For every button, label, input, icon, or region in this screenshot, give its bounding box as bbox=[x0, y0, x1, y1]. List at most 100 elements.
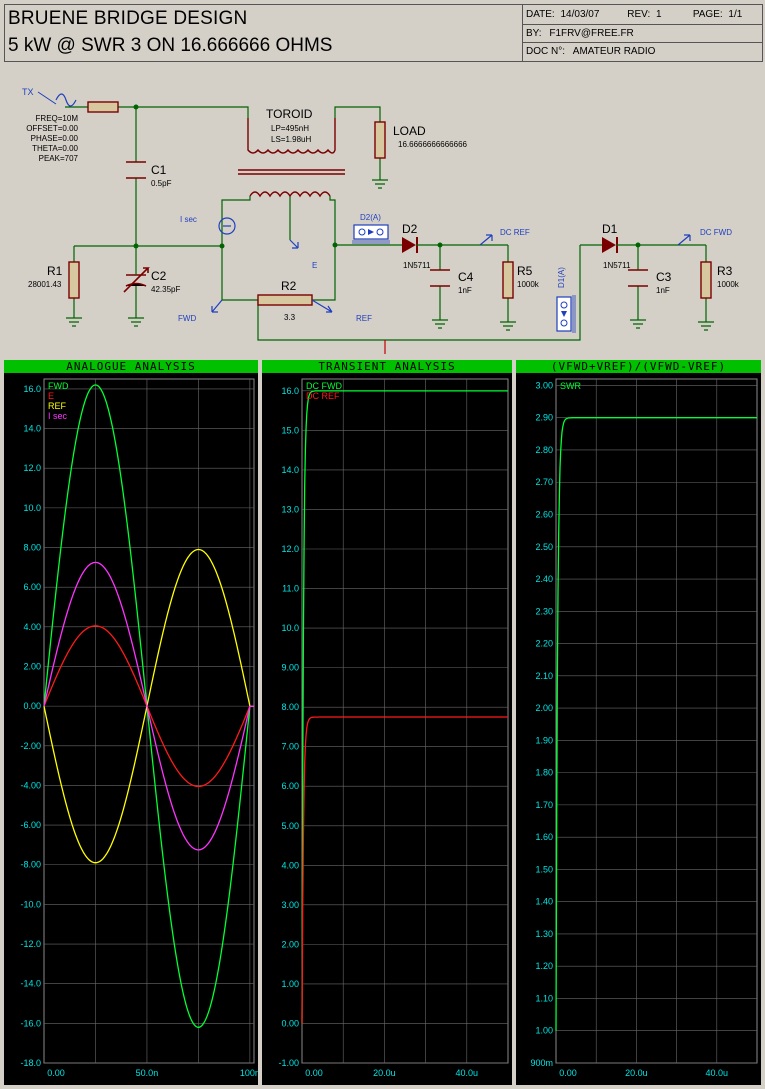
y-tick-label: 1.80 bbox=[535, 768, 553, 778]
r5-resistor bbox=[502, 261, 514, 299]
design-subtitle: 5 kW @ SWR 3 ON 16.666666 OHMS bbox=[8, 35, 333, 56]
y-tick-label: 1.00 bbox=[535, 1026, 553, 1036]
analogue-analysis-graph: 16.014.012.010.08.006.004.002.000.00-2.0… bbox=[20, 378, 258, 1078]
y-tick-label: 1.30 bbox=[535, 929, 553, 939]
y-tick-label: 0.00 bbox=[281, 1018, 299, 1028]
y-tick-label: 2.80 bbox=[535, 445, 553, 455]
y-tick-label: 3.00 bbox=[535, 380, 553, 390]
y-tick-label: 14.0 bbox=[23, 424, 41, 434]
r3-label: R3 bbox=[717, 264, 733, 278]
load-label: LOAD bbox=[393, 124, 426, 138]
gen-param: PEAK=707 bbox=[39, 154, 79, 163]
tx-pointer bbox=[37, 91, 57, 105]
legend-label: SWR bbox=[560, 381, 581, 391]
x-tick-label: 100n bbox=[240, 1068, 258, 1078]
d2a-label: D2(A) bbox=[360, 213, 381, 222]
y-tick-label: 12.0 bbox=[281, 544, 299, 554]
series-line bbox=[555, 417, 757, 1031]
toroid-label: TOROID bbox=[266, 107, 313, 121]
y-tick-label: 1.50 bbox=[535, 864, 553, 874]
y-tick-label: 5.00 bbox=[281, 821, 299, 831]
y-tick-label: -10.0 bbox=[20, 899, 41, 909]
fwd-label: FWD bbox=[178, 314, 196, 323]
x-tick-label: 40.0u bbox=[706, 1068, 729, 1078]
y-tick-label: 2.30 bbox=[535, 606, 553, 616]
by-label: BY: bbox=[526, 28, 542, 39]
gen-param: PHASE=0.00 bbox=[31, 134, 79, 143]
toroid-ls: LS=1.98uH bbox=[271, 135, 311, 144]
c3-capacitor bbox=[628, 269, 648, 287]
y-tick-label: -16.0 bbox=[20, 1018, 41, 1028]
resistors bbox=[68, 101, 712, 306]
y-tick-label: -4.00 bbox=[20, 780, 41, 790]
capacitors bbox=[123, 161, 648, 300]
x-tick-label: 0.00 bbox=[305, 1068, 323, 1078]
load-resistor bbox=[374, 121, 386, 159]
panel-title: (VFWD+VREF)/(VFWD-VREF) bbox=[516, 360, 761, 373]
c1-label: C1 bbox=[151, 163, 167, 177]
toroid-lp: LP=495nH bbox=[271, 124, 309, 133]
fwd-probe-icon bbox=[211, 299, 223, 313]
r5-value: 1000k bbox=[517, 280, 540, 289]
c2-variable-arrow bbox=[123, 267, 150, 293]
gen-param: OFFSET=0.00 bbox=[26, 124, 78, 133]
transient-analysis-graph: 16.015.014.013.012.011.010.09.008.007.00… bbox=[278, 378, 509, 1078]
x-tick-label: 20.0u bbox=[625, 1068, 648, 1078]
d1-label: D1 bbox=[602, 222, 618, 236]
ref-label: REF bbox=[356, 314, 372, 323]
r5-label: R5 bbox=[517, 264, 533, 278]
series-line bbox=[43, 548, 254, 864]
y-tick-label: 8.00 bbox=[281, 702, 299, 712]
tx-resistor bbox=[87, 101, 119, 113]
legend-label: REF bbox=[48, 401, 67, 411]
r2-value: 3.3 bbox=[284, 313, 296, 322]
y-tick-label: 900m bbox=[530, 1058, 553, 1068]
y-tick-label: 2.50 bbox=[535, 542, 553, 552]
d1-diode bbox=[602, 237, 616, 253]
y-tick-label: -14.0 bbox=[20, 979, 41, 989]
r1-resistor bbox=[68, 261, 80, 299]
dcfwd-probe-icon bbox=[677, 234, 691, 246]
rev-value: 1 bbox=[656, 9, 662, 20]
y-tick-label: 2.60 bbox=[535, 510, 553, 520]
gen-param: FREQ=10M bbox=[36, 114, 79, 123]
c3-value: 1nF bbox=[656, 286, 670, 295]
schematic: TX FREQ=10M OFFSET=0.00 PHASE=0.00 THETA… bbox=[22, 87, 740, 354]
ground-symbols bbox=[66, 179, 714, 331]
rev-label: REV: bbox=[627, 9, 651, 20]
y-tick-label: 14.0 bbox=[281, 465, 299, 475]
c3-label: C3 bbox=[656, 270, 672, 284]
y-tick-label: -1.00 bbox=[278, 1058, 299, 1068]
y-tick-label: 2.10 bbox=[535, 671, 553, 681]
e-probe-icon bbox=[289, 239, 299, 249]
legend-label: I sec bbox=[48, 411, 68, 421]
y-tick-label: 1.60 bbox=[535, 832, 553, 842]
dcref-probe-icon bbox=[479, 234, 493, 246]
junctions bbox=[133, 104, 641, 249]
y-tick-label: 9.00 bbox=[281, 663, 299, 673]
c1-value: 0.5pF bbox=[151, 179, 172, 188]
x-tick-label: 0.00 bbox=[559, 1068, 577, 1078]
y-tick-label: 10.0 bbox=[281, 623, 299, 633]
title-divider bbox=[523, 42, 762, 43]
r3-resistor bbox=[700, 261, 712, 299]
x-tick-label: 50.0n bbox=[136, 1068, 159, 1078]
tx-label: TX bbox=[22, 87, 34, 97]
dcfwd-label: DC FWD bbox=[700, 228, 732, 237]
y-tick-label: 11.0 bbox=[282, 584, 299, 594]
y-tick-label: 2.90 bbox=[535, 413, 553, 423]
series-line bbox=[301, 390, 508, 1024]
y-tick-label: 1.00 bbox=[281, 979, 299, 989]
toroid-transformer bbox=[238, 118, 345, 198]
series-line bbox=[43, 384, 254, 1028]
y-tick-label: 8.00 bbox=[23, 543, 41, 553]
c4-capacitor bbox=[430, 269, 450, 287]
date-value: 14/03/07 bbox=[560, 9, 600, 20]
y-tick-label: 12.0 bbox=[23, 463, 41, 473]
x-tick-label: 20.0u bbox=[373, 1068, 396, 1078]
y-tick-label: 2.20 bbox=[535, 639, 553, 649]
diode-meter-d2 bbox=[352, 224, 390, 244]
